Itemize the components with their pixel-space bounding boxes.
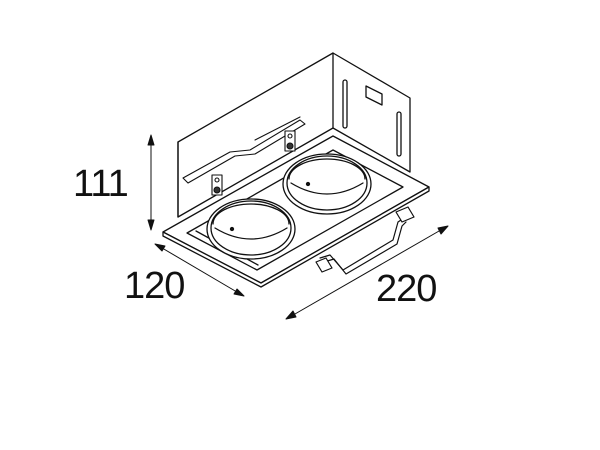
vent-icon [365, 85, 383, 106]
depth-label: 120 [124, 265, 185, 307]
lamp-left [206, 198, 296, 260]
spring-clips [182, 116, 306, 196]
width-dimension-line [287, 226, 447, 319]
height-label: 111 [73, 163, 129, 205]
lamp-right [282, 153, 372, 215]
slot-icon [342, 79, 348, 129]
slot-icon [396, 111, 402, 157]
dimension-lines [147, 134, 449, 320]
bracket [315, 206, 415, 275]
depth-dimension-line [156, 244, 243, 296]
width-label: 220 [376, 268, 437, 310]
